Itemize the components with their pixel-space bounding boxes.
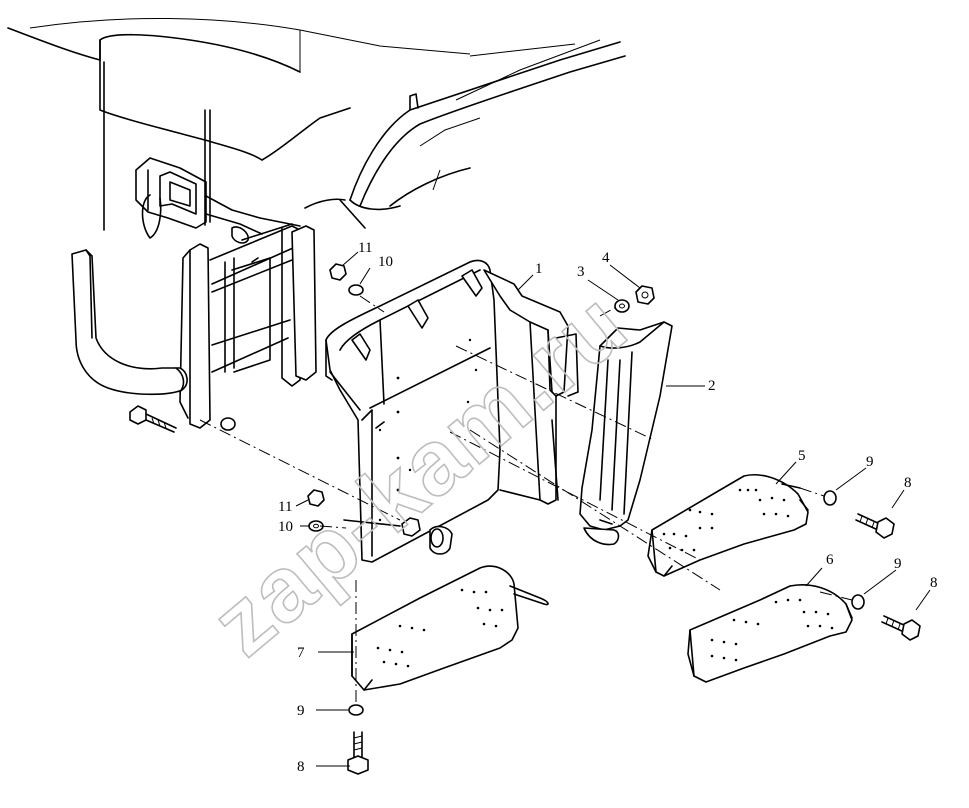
bushing [429,525,453,555]
callout-5: 5 [798,448,806,464]
callout-8-lower: 8 [930,575,938,591]
callout-7: 7 [297,645,305,661]
callout-11-upper: 11 [358,240,372,256]
callout-11-lower: 11 [278,499,292,515]
assembly-lines [199,295,853,704]
step-tread-6 [687,584,853,683]
cab-body [7,17,626,231]
callout-9-lower: 9 [894,556,902,572]
callout-1: 1 [535,261,543,277]
callout-6: 6 [826,552,834,568]
callout-10-upper: 10 [378,254,393,270]
step-bracket-1 [325,259,579,563]
fasteners [129,263,921,775]
side-cover-2 [579,321,673,546]
step-tread-7 [351,565,549,691]
callout-3: 3 [577,264,585,280]
body-bracket [135,157,301,244]
callout-labels: 1 2 3 4 5 6 7 8 8 8 9 9 9 10 10 11 11 [278,240,938,775]
callout-9-bottom: 9 [297,703,305,719]
support-frame [179,223,317,429]
step-tread-5 [647,474,809,577]
callout-8-upper: 8 [904,475,912,491]
callout-4: 4 [602,250,610,266]
grab-handle [71,249,188,396]
callout-9-upper: 9 [866,454,874,470]
callout-leaders [295,251,931,767]
callout-10-lower: 10 [278,519,293,535]
callout-8-bottom: 8 [297,759,305,775]
callout-2: 2 [708,378,716,394]
